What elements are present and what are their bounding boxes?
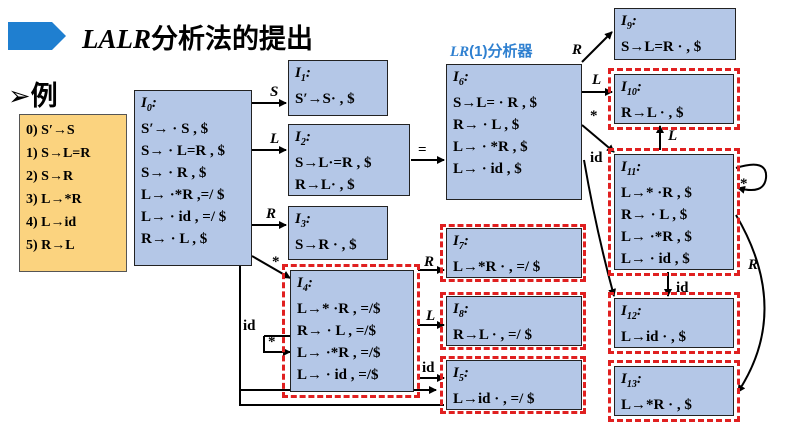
grammar-rule: 4) L→id: [26, 215, 77, 230]
highlight-i4: [282, 264, 420, 398]
label-i11-i11: *: [740, 176, 748, 192]
grammar-rule: 2) S→R: [26, 169, 74, 184]
highlight-i10: [608, 68, 740, 130]
label-i4-i8: L: [426, 308, 436, 324]
item: S→L·=R , $: [295, 155, 372, 171]
label-i6-i11: *: [590, 108, 598, 124]
state-i8: I8: R→L · , =/ $: [446, 296, 582, 346]
item: L→id · , $: [621, 329, 687, 345]
item: L→id · , =/ $: [453, 391, 535, 407]
label-i0-i4: *: [272, 254, 280, 270]
highlight-i8: [440, 292, 586, 350]
edge-i4-i4: [263, 336, 291, 356]
edge-i11-i13: [735, 214, 766, 393]
state-i10: I10: R→L · , $: [614, 74, 734, 124]
item: S→ · R , $: [141, 165, 207, 181]
highlight-i7: [440, 224, 586, 282]
item: L→* ·R , =/$: [297, 301, 381, 317]
grammar-rule: 0) S′→S: [26, 123, 75, 138]
highlight-i11: [608, 148, 740, 276]
label-i0-i3: R: [266, 206, 277, 222]
state-i3: I3: S→R · , $: [288, 206, 388, 260]
grammar-rule: 5) R→L: [26, 238, 75, 253]
state-i0: I0: S′→ · S , $ S→ · L=R , $ S→ · R , $ …: [134, 90, 252, 266]
grammar-box: 0) S′→S 1) S→L=R 2) S→R 3) L→*R 4) L→id …: [19, 114, 127, 272]
state-i11: I11: L→* ·R , $ R→ · L , $ L→ ·*R , $ L→…: [614, 154, 734, 270]
state-i1: I1: S′→S· , $: [288, 60, 388, 116]
state-i6: I6: S→L= · R , $ R→ · L , $ L→ · *R , $ …: [446, 64, 582, 200]
label-i6-i9: R: [572, 42, 583, 58]
item: R→ · L , $: [141, 231, 208, 247]
state-i2: I2: S→L·=R , $ R→L· , $: [288, 124, 410, 196]
label-i0-i2: L: [270, 131, 280, 147]
item: R→ · L , $: [621, 207, 688, 223]
state-i12: I12: L→id · , $: [614, 298, 734, 348]
item: L→ ·*R , =/$: [297, 345, 381, 361]
item: R→ · L , =/$: [297, 323, 376, 339]
lr1-caption: LR(1)分析器: [450, 43, 533, 60]
highlight-i12: [608, 292, 740, 354]
edge-i6-i12: [583, 159, 617, 297]
item: S′→S· , $: [295, 91, 355, 107]
state-i13: I13: L→*R · , $: [614, 366, 734, 416]
grammar-rule: 3) L→*R: [26, 192, 82, 207]
state-i4: I4: L→* ·R , =/$ R→ · L , =/$ L→ ·*R , =…: [290, 270, 414, 392]
edge-i6-i11: [581, 124, 615, 153]
item: L→ ·*R ,=/ $: [141, 187, 225, 203]
label-i4-i4: *: [268, 334, 276, 350]
item: S→R · , $: [295, 237, 357, 253]
label-i4-i5: id: [422, 360, 435, 376]
item: L→ · *R , $: [453, 139, 528, 155]
state-i9: I9: S→L=R · , $: [614, 8, 736, 60]
edge-i0-i5-long: [239, 266, 444, 406]
edge-i11-i11: [735, 163, 768, 194]
item: L→ · id , =/ $: [141, 209, 227, 225]
item: L→*R · , =/ $: [453, 259, 541, 275]
label-i2-i6: =: [418, 142, 427, 158]
item: S→L=R · , $: [621, 39, 702, 55]
item: S′→ · S , $: [141, 121, 209, 137]
highlight-i13: [608, 360, 740, 422]
label-i4-i7: R: [424, 254, 435, 270]
state-i7: I7: L→*R · , =/ $: [446, 228, 582, 278]
label-i6-i12: id: [590, 150, 603, 166]
label-i0-i1: S: [270, 84, 279, 100]
item: S→ · L=R , $: [141, 143, 225, 159]
item: L→ · id , =/$: [297, 367, 379, 383]
label-i6-i10: L: [592, 72, 602, 88]
item: R→ · L , $: [453, 117, 520, 133]
highlight-i5: [440, 356, 586, 414]
item: L→ ·*R , $: [621, 229, 692, 245]
item: R→L· , $: [295, 177, 355, 193]
state-i5: I5: L→id · , =/ $: [446, 360, 582, 410]
item: L→ · id , $: [453, 161, 522, 177]
label-i11-i10: L: [668, 128, 678, 144]
label-i4-id: id: [243, 318, 256, 334]
page-title: LALR分析法的提出: [82, 24, 314, 54]
item: R→L · , $: [621, 105, 684, 121]
item: L→* ·R , $: [621, 185, 692, 201]
item: L→ · id , $: [621, 251, 690, 267]
item: R→L · , =/ $: [453, 327, 532, 343]
example-label: ➢例: [8, 81, 58, 111]
title-bar-icon: [8, 22, 66, 50]
item: S→L= · R , $: [453, 95, 537, 111]
edge-i6-i9: [581, 31, 613, 63]
label-i11-i13: R: [748, 257, 759, 273]
grammar-rule: 1) S→L=R: [26, 146, 91, 161]
item: L→*R · , $: [621, 397, 692, 413]
